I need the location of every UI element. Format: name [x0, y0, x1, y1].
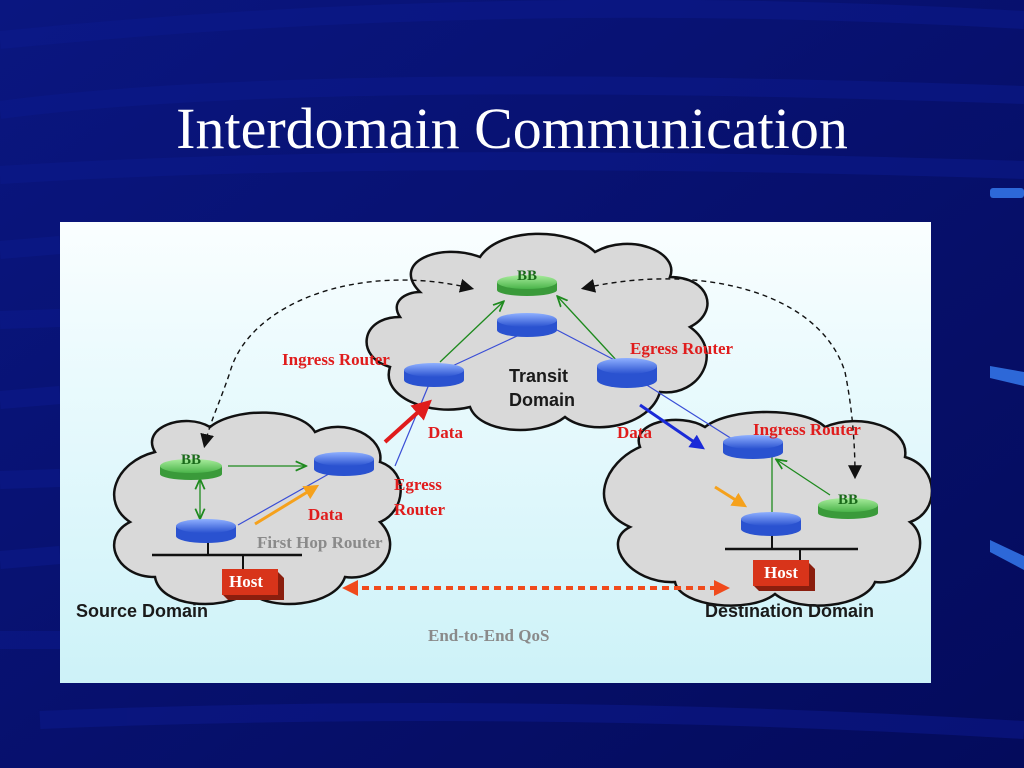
- router-destination-ingress: [723, 435, 783, 459]
- data-arrow-red: [383, 399, 432, 444]
- host-source-box: [222, 569, 284, 600]
- data-label-to-destination: Data: [617, 423, 652, 442]
- source-egress-router-label-line1: Egress: [394, 475, 442, 494]
- diagram-panel: BB BB BB Host Host Ingress Router Egress…: [60, 222, 931, 683]
- destination-ingress-router-label: Ingress Router: [753, 420, 861, 439]
- data-arrow-orange-source: [254, 484, 320, 526]
- bb-destination-label: BB: [838, 492, 858, 508]
- router-transit-egress: [597, 358, 657, 388]
- transit-egress-router-label: Egress Router: [630, 339, 734, 358]
- data-arrow-orange-destination: [714, 485, 748, 508]
- slide-title: Interdomain Communication: [176, 96, 848, 161]
- bb-transit: [497, 275, 557, 296]
- transit-ingress-router-label: Ingress Router: [282, 350, 390, 369]
- router-destination-internal: [741, 512, 801, 536]
- host-source-label: Host: [229, 572, 263, 591]
- destination-domain-label: Destination Domain: [705, 601, 874, 621]
- host-destination-box: [753, 560, 815, 591]
- bb-source: [160, 459, 222, 480]
- router-transit-core: [497, 313, 557, 337]
- router-source-first-hop: [176, 519, 236, 543]
- bb-source-label: BB: [181, 452, 201, 468]
- end-to-end-qos-label: End-to-End QoS: [428, 626, 549, 645]
- data-label-to-transit: Data: [428, 423, 463, 442]
- data-arrow-blue: [639, 403, 705, 450]
- bb-signal-arrows: [200, 297, 831, 518]
- first-hop-router-label: First Hop Router: [257, 533, 383, 552]
- decorative-accent-marks: [990, 188, 1024, 570]
- host-destination-label: Host: [764, 563, 798, 582]
- network-diagram: BB BB BB Host Host Ingress Router Egress…: [76, 232, 931, 645]
- transit-domain-label-line2: Domain: [509, 390, 575, 410]
- source-egress-router-label-line2: Router: [394, 500, 445, 519]
- data-label-source: Data: [308, 505, 343, 524]
- bb-control-arrow-left: [200, 278, 475, 449]
- bb-control-arrow-right: [580, 278, 862, 480]
- transit-domain-label-line1: Transit: [509, 366, 568, 386]
- router-source-egress: [314, 452, 374, 476]
- router-transit-ingress: [404, 363, 464, 387]
- source-domain-label: Source Domain: [76, 601, 208, 621]
- bb-transit-label: BB: [517, 268, 537, 284]
- bb-destination: [818, 498, 878, 519]
